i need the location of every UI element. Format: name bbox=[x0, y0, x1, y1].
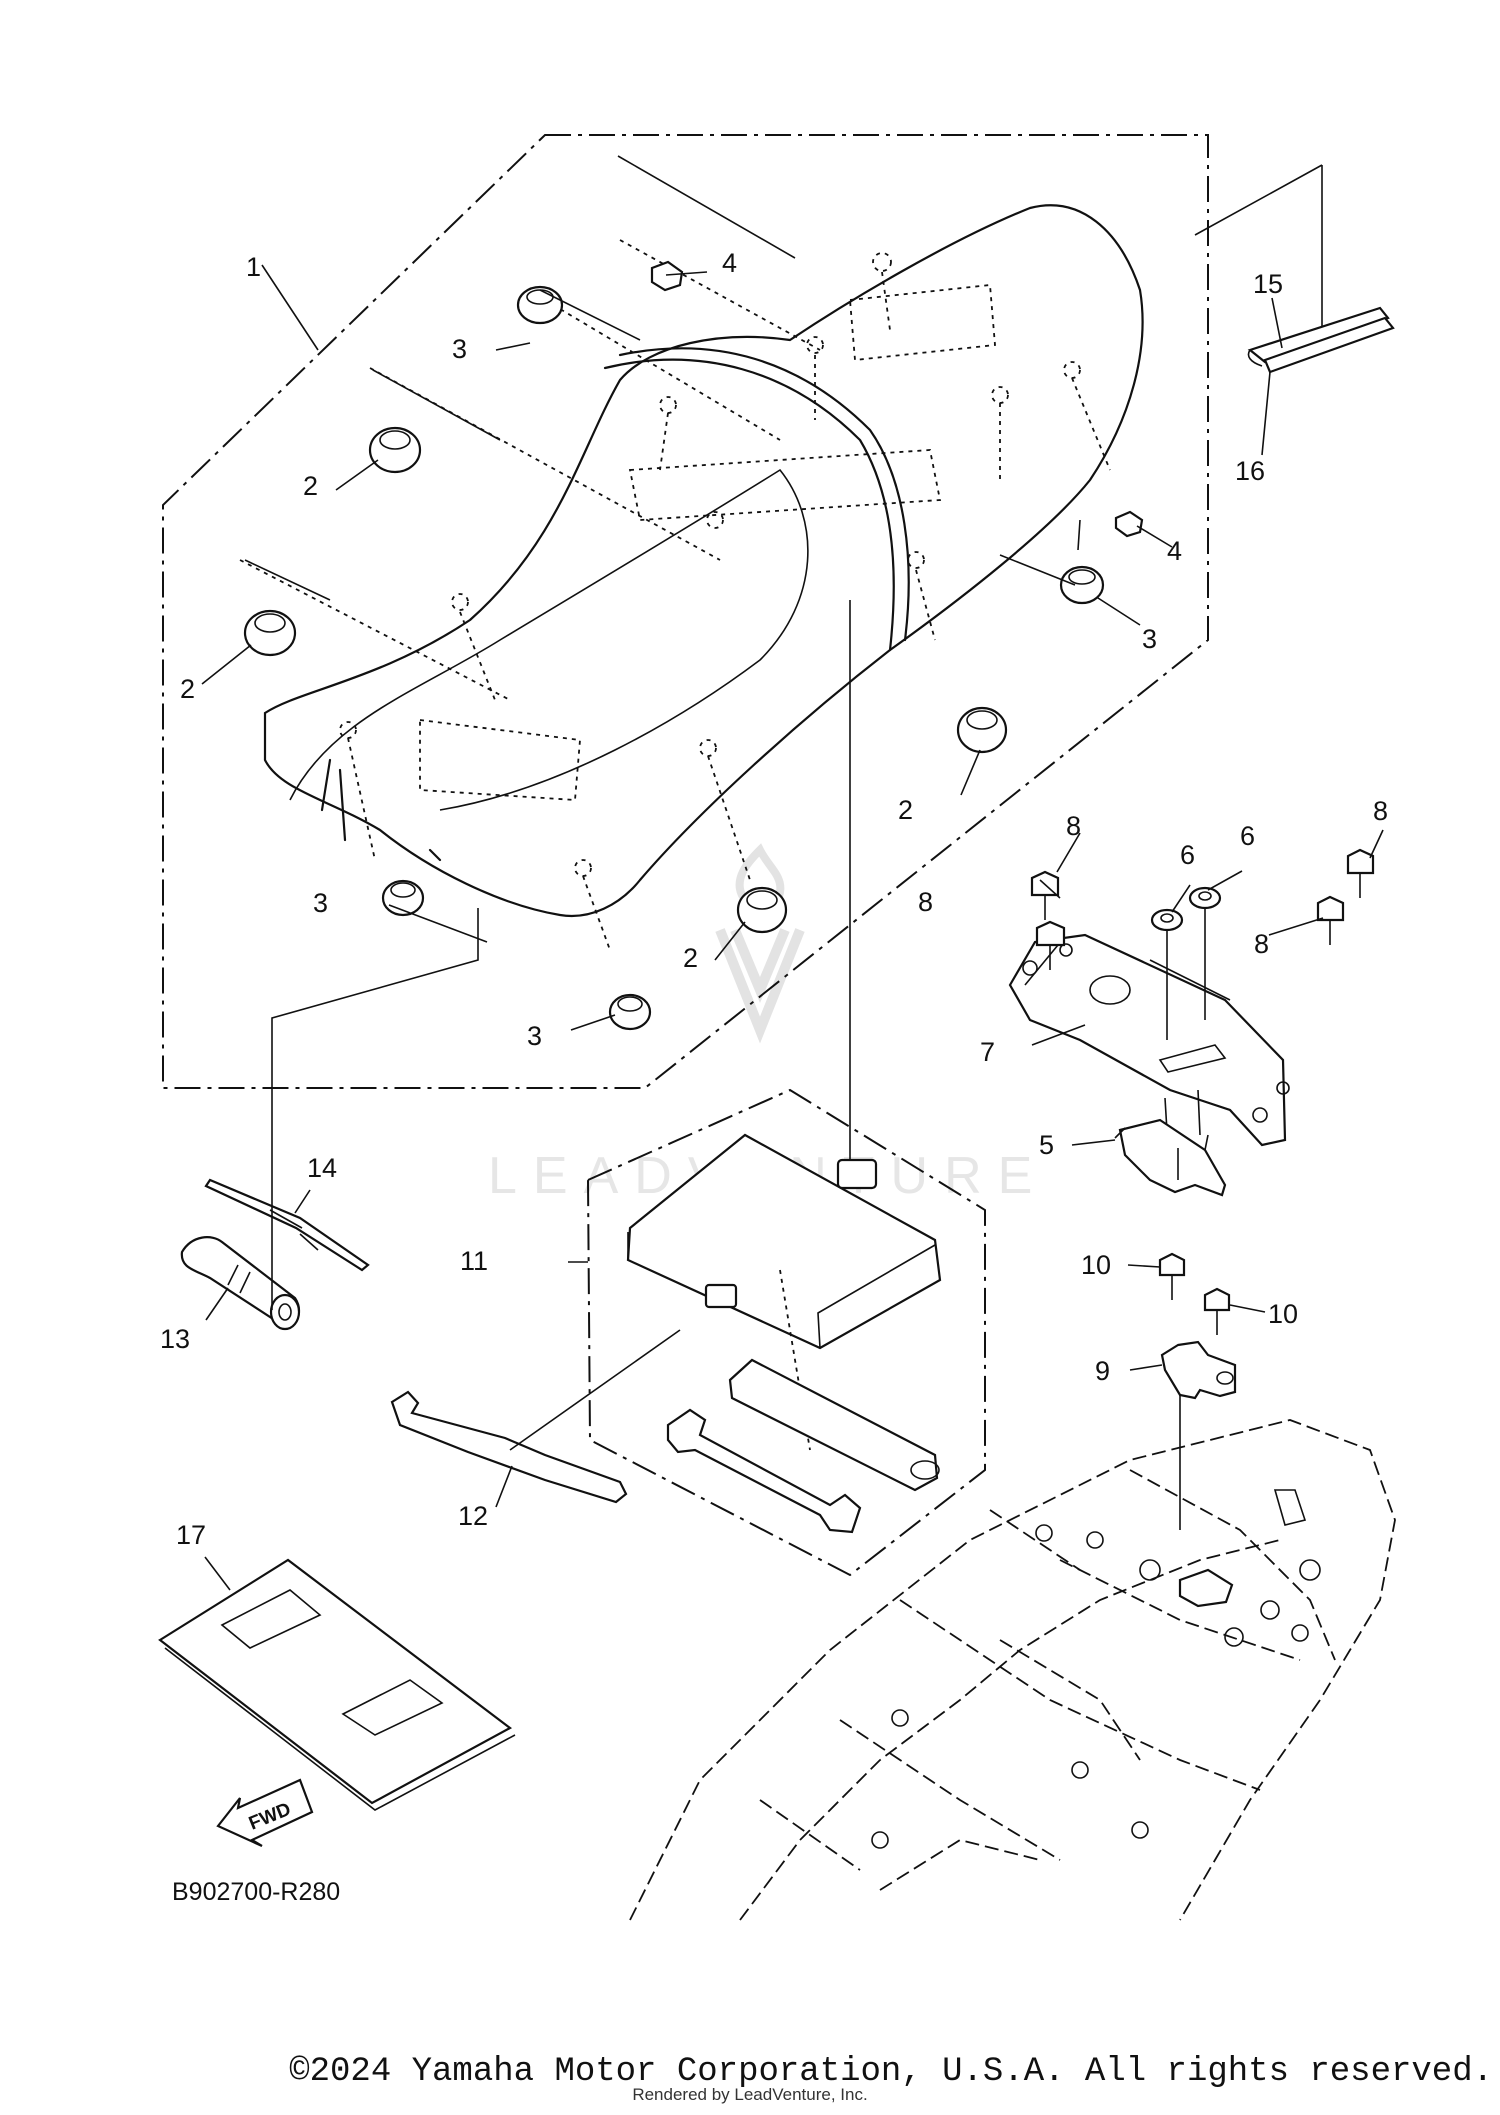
bolt-part-10-b bbox=[1203, 1287, 1231, 1335]
callout-15: 15 bbox=[1253, 269, 1283, 299]
nut-part-6-a bbox=[1150, 908, 1184, 1040]
callout-10-a: 10 bbox=[1081, 1250, 1111, 1280]
owners-manual-part-17 bbox=[158, 1558, 516, 1811]
callout-3-a: 3 bbox=[452, 334, 467, 364]
forward-direction-arrow: FWD bbox=[216, 1778, 314, 1848]
callout-6-a: 6 bbox=[1180, 840, 1195, 870]
tool-pouch bbox=[626, 1133, 942, 1451]
callout-7: 7 bbox=[980, 1037, 995, 1067]
damper-part-2-d bbox=[736, 886, 788, 934]
tool-kit-boundary bbox=[586, 1088, 986, 1577]
callout-4-b: 4 bbox=[1167, 536, 1182, 566]
screwdriver-bit-part-14 bbox=[204, 1178, 370, 1272]
bolt-part-8-d bbox=[1346, 848, 1375, 898]
damper-part-2-b bbox=[243, 609, 297, 657]
callout-8-b: 8 bbox=[918, 887, 933, 917]
callout-1: 1 bbox=[246, 252, 261, 282]
damper-part-2-a bbox=[368, 426, 422, 474]
callout-6-b: 6 bbox=[1240, 821, 1255, 851]
callout-2-b: 2 bbox=[180, 674, 195, 704]
callout-14: 14 bbox=[307, 1153, 337, 1183]
bolt-part-10-a bbox=[1158, 1252, 1186, 1300]
callout-8-a: 8 bbox=[1066, 811, 1081, 841]
callout-2-a: 2 bbox=[303, 471, 318, 501]
diagram-code: B902700-R280 bbox=[172, 1878, 340, 1906]
assembly-guide-lines bbox=[244, 164, 1323, 601]
callout-2-c: 2 bbox=[898, 795, 913, 825]
bolt-part-8-a bbox=[1035, 920, 1066, 970]
callout-10-b: 10 bbox=[1268, 1299, 1298, 1329]
damper-part-3-a bbox=[516, 285, 564, 325]
callout-11: 11 bbox=[460, 1246, 488, 1276]
tool-holder-bracket-part-7 bbox=[1008, 933, 1290, 1149]
seat bbox=[239, 204, 1144, 951]
bolt-part-8-b bbox=[1030, 870, 1060, 920]
tool-guide-lines bbox=[271, 908, 479, 1310]
callout-9: 9 bbox=[1095, 1356, 1110, 1386]
callout-8-d: 8 bbox=[1373, 796, 1388, 826]
hex-wrench-part-15-16 bbox=[1247, 306, 1395, 374]
hook-wrench-part-12 bbox=[390, 1329, 681, 1504]
bracket-part-9 bbox=[1160, 1340, 1237, 1530]
callout-5: 5 bbox=[1039, 1130, 1054, 1160]
callout-17: 17 bbox=[176, 1520, 206, 1550]
callout-8-c: 8 bbox=[1254, 929, 1269, 959]
damper-part-2-c bbox=[956, 706, 1008, 754]
damper-part-3-d bbox=[608, 993, 652, 1031]
callout-13: 13 bbox=[160, 1324, 190, 1354]
leader-lines bbox=[201, 264, 1384, 1591]
seat-assembly-boundary bbox=[162, 134, 1209, 1089]
callout-2-d: 2 bbox=[683, 943, 698, 973]
nut-part-6-b bbox=[1188, 886, 1222, 1020]
seat-lock-part-5 bbox=[1114, 1118, 1227, 1197]
bolt-part-8-c bbox=[1316, 895, 1345, 945]
copyright-notice: ©2024 Yamaha Motor Corporation, U.S.A. A… bbox=[289, 2053, 1493, 2091]
screwdriver-grip-part-13 bbox=[180, 1236, 301, 1331]
rear-frame bbox=[629, 1419, 1396, 1921]
callout-16: 16 bbox=[1235, 456, 1265, 486]
callout-3-c: 3 bbox=[313, 888, 328, 918]
tool-handle-tube bbox=[728, 1358, 940, 1492]
callout-12: 12 bbox=[458, 1501, 488, 1531]
callout-3-d: 3 bbox=[527, 1021, 542, 1051]
nut-part-4-top bbox=[617, 155, 796, 292]
nut-part-4-right bbox=[1114, 510, 1144, 538]
rendered-by-credit: Rendered by LeadVenture, Inc. bbox=[632, 2085, 868, 2104]
double-end-wrench bbox=[666, 1408, 862, 1534]
callout-4-a: 4 bbox=[722, 248, 737, 278]
callout-3-b: 3 bbox=[1142, 624, 1157, 654]
damper-part-3-b bbox=[1059, 565, 1105, 605]
